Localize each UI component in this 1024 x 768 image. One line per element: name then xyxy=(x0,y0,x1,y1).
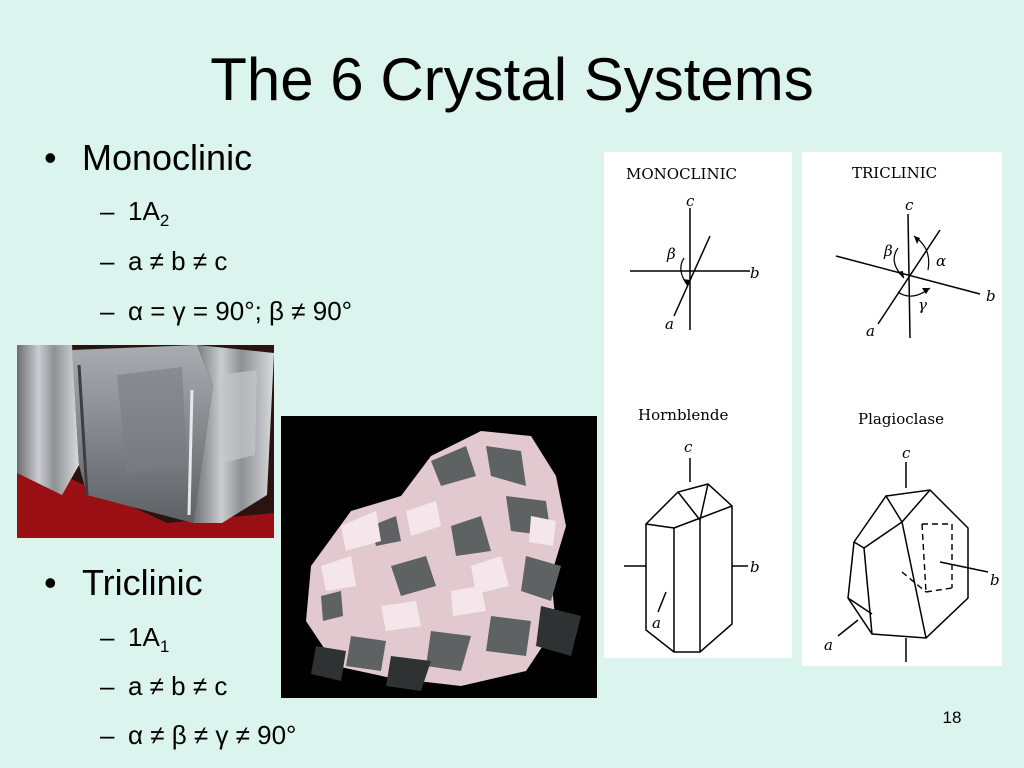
svg-text:a: a xyxy=(652,614,661,632)
svg-text:c: c xyxy=(684,438,693,456)
svg-text:b: b xyxy=(750,558,760,576)
tri-angles: –α ≠ β ≠ γ ≠ 90° xyxy=(100,720,297,750)
bullet-dot: • xyxy=(44,562,57,603)
svg-text:β: β xyxy=(883,242,893,260)
svg-text:α: α xyxy=(936,252,946,270)
bullet-monoclinic: • Monoclinic xyxy=(44,138,252,178)
bullet-monoclinic-label: Monoclinic xyxy=(82,137,253,178)
svg-text:β: β xyxy=(666,245,676,263)
tri-symmetry: –1A1 xyxy=(100,622,170,657)
tri-axes: –a ≠ b ≠ c xyxy=(100,671,228,701)
bullet-triclinic-label: Triclinic xyxy=(82,562,203,603)
monoclinic-crystal-photo xyxy=(17,345,274,538)
triclinic-crystal-photo xyxy=(281,416,597,698)
tri-diagram-title: TRICLINIC xyxy=(852,164,937,182)
svg-text:a: a xyxy=(824,636,833,654)
svg-text:b: b xyxy=(750,264,760,282)
mono-symmetry: –1A2 xyxy=(100,196,170,231)
monoclinic-diagram-panel: MONOCLINIC c b a β Hornblende c b a xyxy=(604,152,792,658)
triclinic-diagram-panel: TRICLINIC c b a β α γ Plagioclase c xyxy=(802,152,1002,666)
svg-text:γ: γ xyxy=(918,296,927,314)
svg-text:c: c xyxy=(905,196,914,214)
plagioclase-label: Plagioclase xyxy=(858,410,944,428)
svg-text:a: a xyxy=(866,322,875,340)
svg-text:c: c xyxy=(902,444,911,462)
svg-text:b: b xyxy=(986,287,996,305)
slide-title: The 6 Crystal Systems xyxy=(210,46,814,113)
bullet-dot: • xyxy=(44,137,57,178)
page-number: 18 xyxy=(942,708,962,727)
mono-axes: –a ≠ b ≠ c xyxy=(100,246,228,276)
mono-diagram-title: MONOCLINIC xyxy=(626,165,737,183)
svg-text:b: b xyxy=(990,571,1000,589)
svg-text:a: a xyxy=(665,315,674,333)
bullet-triclinic: • Triclinic xyxy=(44,563,203,603)
hornblende-label: Hornblende xyxy=(638,406,728,424)
svg-text:c: c xyxy=(686,192,695,210)
mono-angles: –α = γ = 90°; β ≠ 90° xyxy=(100,296,353,326)
